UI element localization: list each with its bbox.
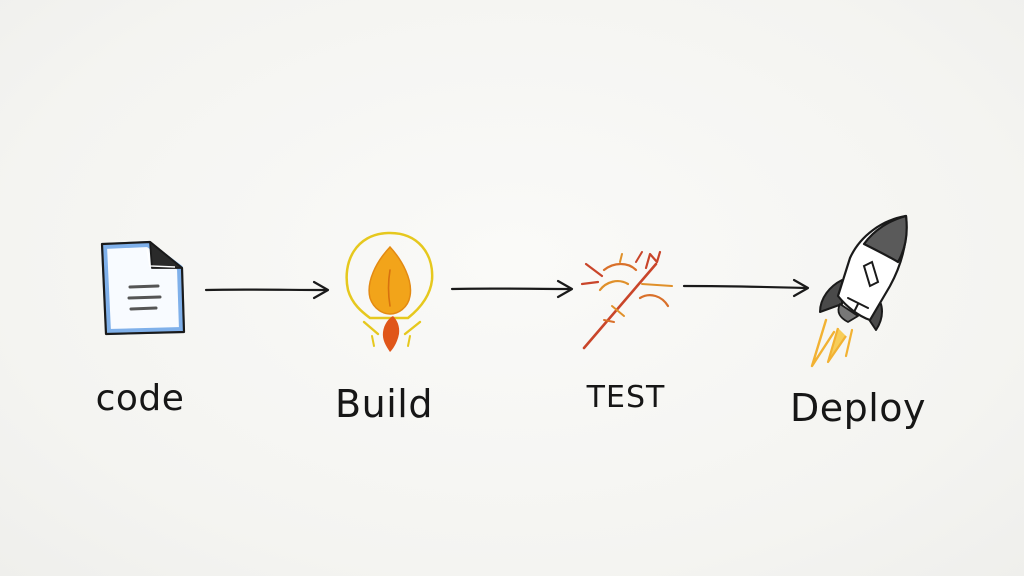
- arrow-code-to-build: [204, 280, 330, 300]
- step-label-test: TEST: [586, 380, 666, 415]
- document-icon: [100, 240, 186, 336]
- step-label-code: code: [95, 378, 185, 419]
- broken-test-icon: [580, 250, 673, 350]
- step-label-build: Build: [335, 382, 433, 426]
- arrow-build-to-test: [450, 279, 574, 299]
- arrow-test-to-deploy: [682, 278, 810, 298]
- flame-bulb-icon: [345, 231, 434, 352]
- step-label-deploy: Deploy: [789, 386, 927, 430]
- rocket-icon: [810, 214, 908, 368]
